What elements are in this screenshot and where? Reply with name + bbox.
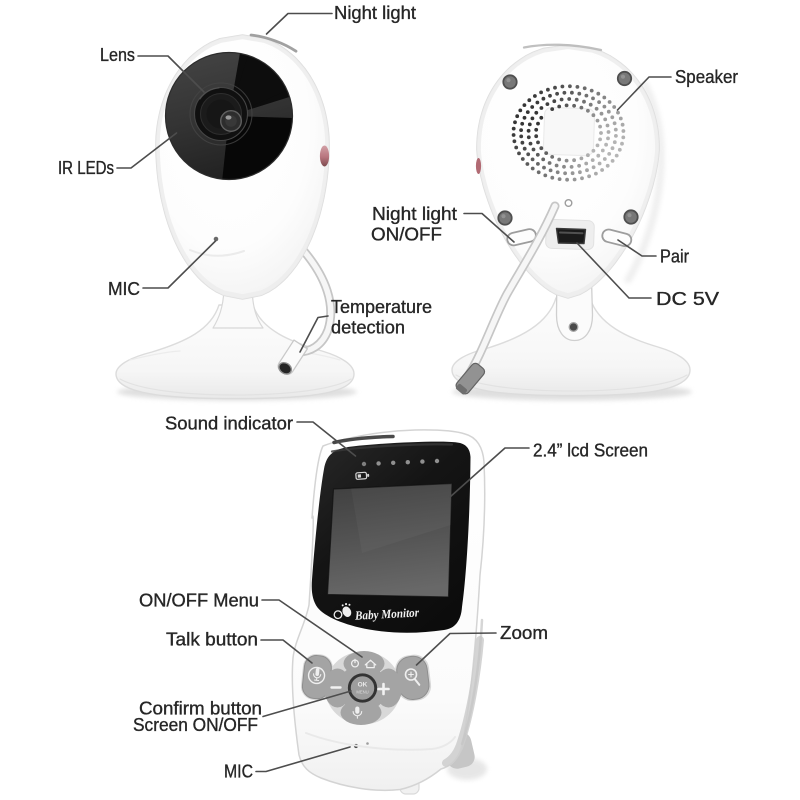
svg-text:2.4” lcd Screen: 2.4” lcd Screen (533, 441, 648, 461)
svg-text:Sound indicator: Sound indicator (165, 414, 293, 434)
svg-text:OK: OK (358, 682, 368, 689)
svg-text:MIC: MIC (224, 762, 253, 782)
svg-text:Lens: Lens (100, 45, 135, 65)
svg-text:detection: detection (331, 318, 405, 338)
svg-text:Zoom: Zoom (500, 623, 548, 643)
svg-text:MENU: MENU (356, 690, 368, 695)
svg-text:Speaker: Speaker (675, 67, 738, 87)
svg-text:ON/OFF Menu: ON/OFF Menu (139, 591, 259, 611)
svg-text:MIC: MIC (108, 279, 140, 299)
svg-text:Night light: Night light (372, 204, 457, 224)
svg-text:Screen ON/OFF: Screen ON/OFF (133, 715, 258, 735)
svg-text:IR LEDs: IR LEDs (58, 158, 114, 178)
svg-text:Baby Monitor: Baby Monitor (354, 605, 420, 622)
svg-text:Talk button: Talk button (166, 630, 258, 650)
svg-text:Pair: Pair (660, 247, 689, 267)
svg-text:Temperature: Temperature (331, 297, 432, 317)
svg-text:Confirm button: Confirm button (139, 699, 262, 719)
svg-text:ON/OFF: ON/OFF (371, 225, 442, 245)
svg-text:Night light: Night light (334, 3, 416, 23)
svg-text:DC 5V: DC 5V (656, 289, 719, 309)
